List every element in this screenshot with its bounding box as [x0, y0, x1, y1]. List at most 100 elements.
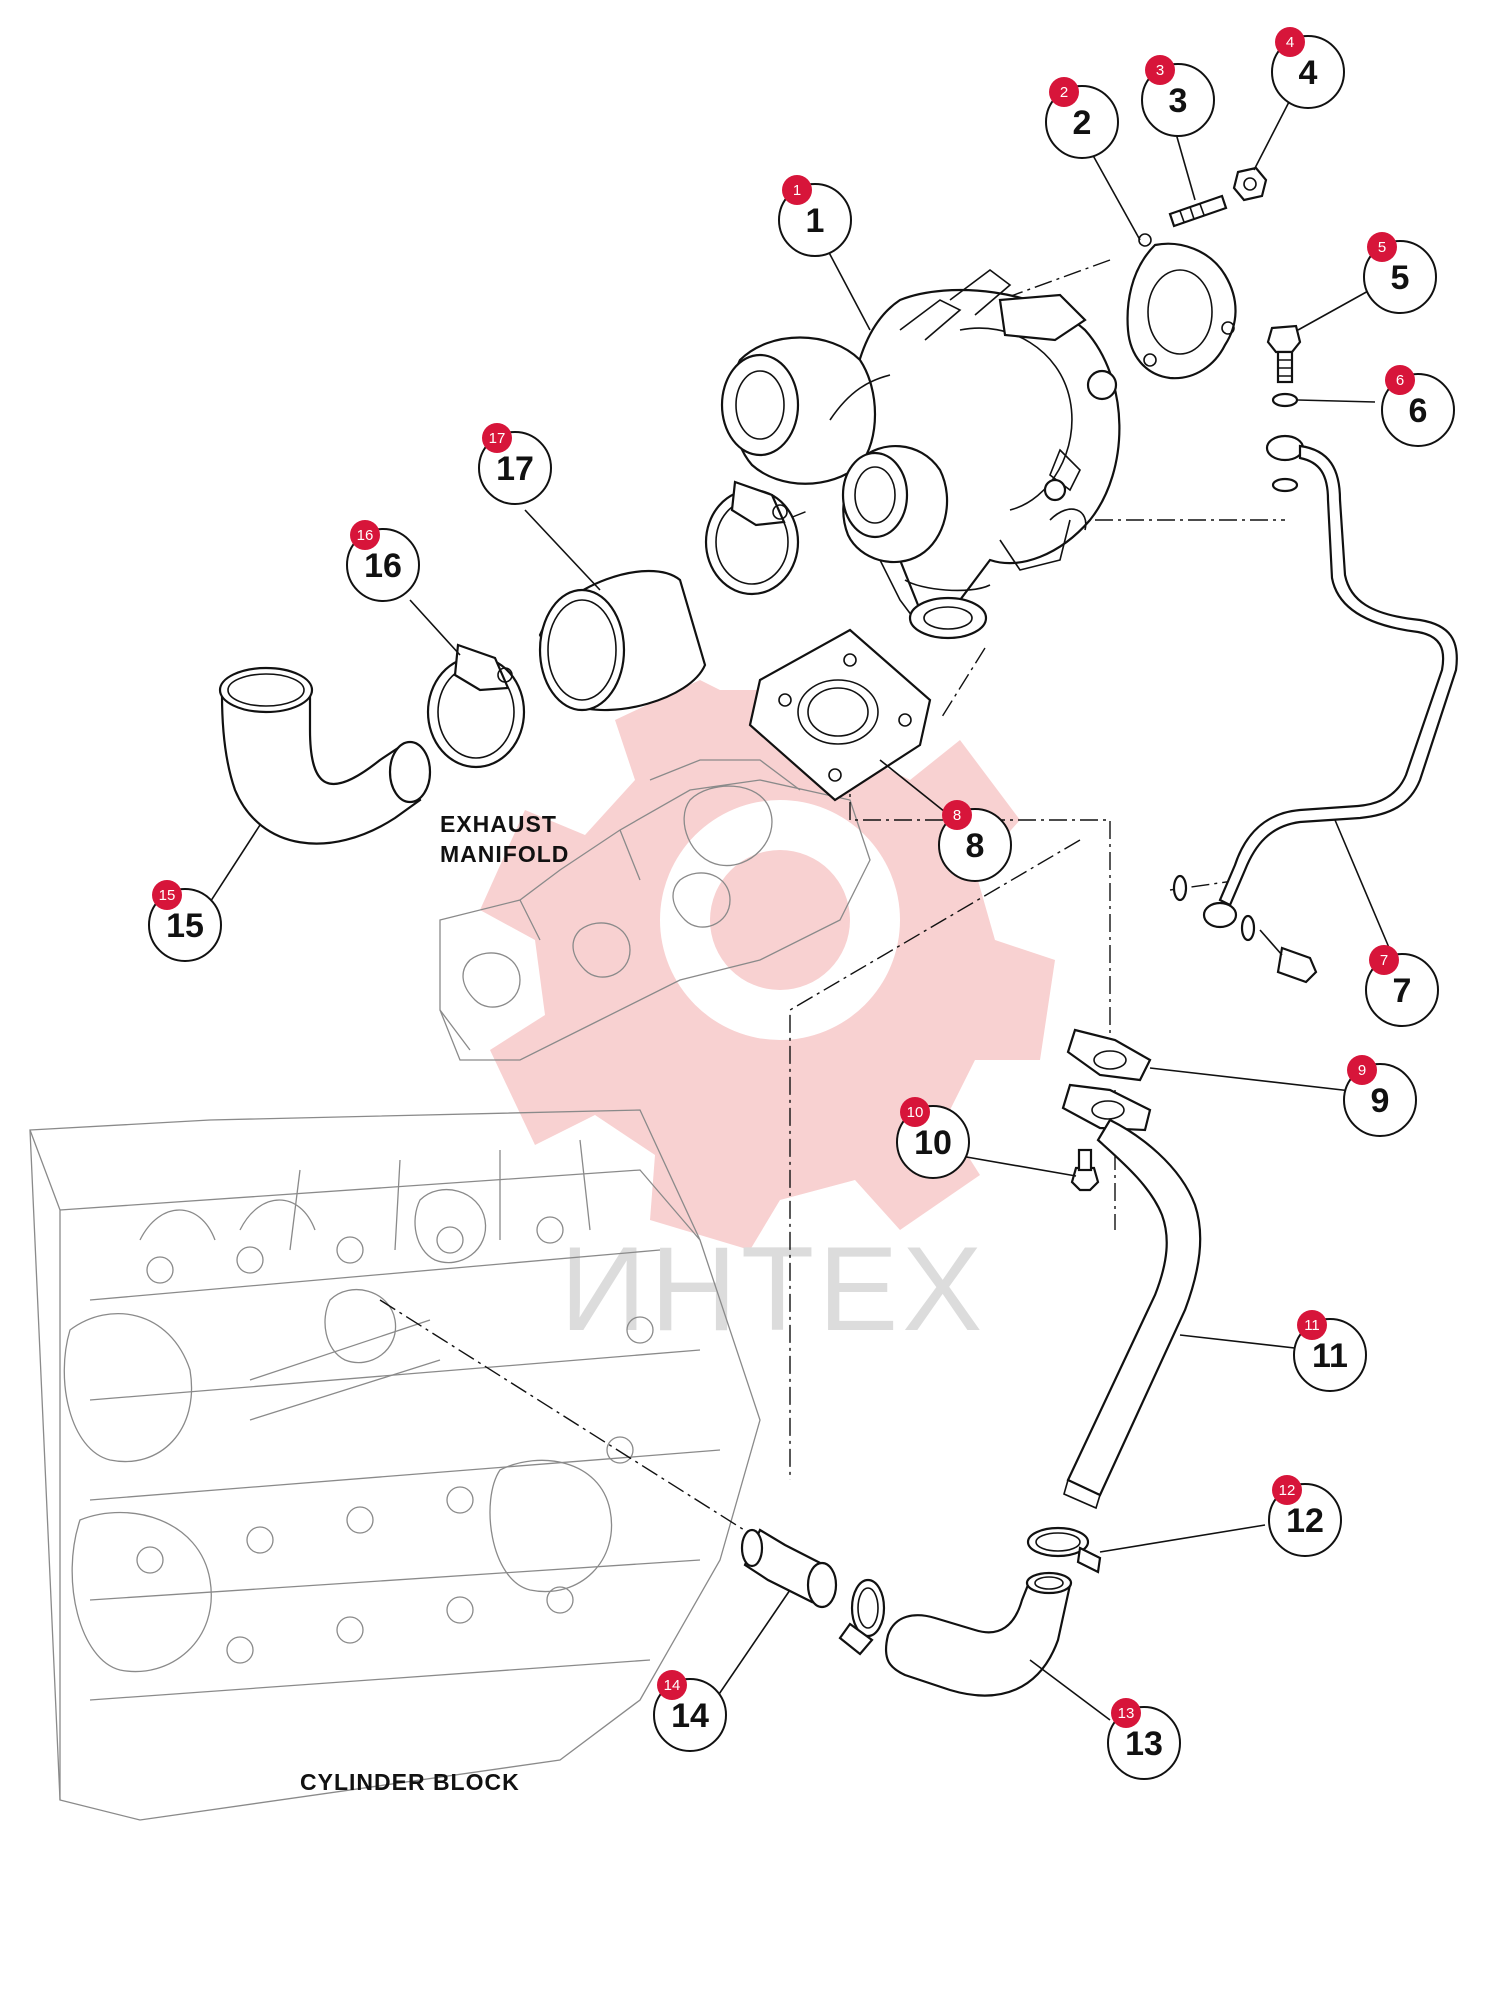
callout-badge-number: 15 — [159, 887, 176, 904]
hose-clamp-part-12 — [838, 1526, 1102, 1656]
callout-badge-number: 10 — [907, 1104, 924, 1121]
callout-badge — [152, 880, 182, 910]
callout-badge — [1369, 945, 1399, 975]
callout-number: 10 — [914, 1124, 952, 1162]
exhaust-manifold-label: EXHAUST — [440, 811, 557, 837]
exhaust-manifold-illustration — [439, 759, 871, 1061]
callout-number: 5 — [1391, 259, 1410, 297]
callout-badge — [1145, 55, 1175, 85]
flange-bolt-part-10 — [1070, 1148, 1100, 1192]
block-bolt-hole — [546, 1586, 574, 1614]
block-bolt-hole — [146, 1256, 174, 1284]
callout-badge-number: 6 — [1396, 372, 1404, 389]
callout-number: 15 — [166, 907, 204, 945]
callout-badge — [900, 1097, 930, 1127]
callout-number: 11 — [1312, 1337, 1348, 1375]
callout-badge-number: 11 — [1304, 1317, 1320, 1334]
block-bolt-hole — [446, 1486, 474, 1514]
callout-badge — [1275, 27, 1305, 57]
callout-badge-number: 12 — [1279, 1482, 1296, 1499]
callout-badge — [1367, 232, 1397, 262]
block-bolt-hole — [336, 1616, 364, 1644]
callout-number: 17 — [496, 450, 534, 488]
callout-badge — [1297, 1310, 1327, 1340]
block-bolt-hole — [236, 1246, 264, 1274]
block-bolt-hole — [626, 1316, 654, 1344]
block-bolt-hole — [536, 1216, 564, 1244]
block-bolt-hole — [346, 1506, 374, 1534]
callout-5: 55 — [1363, 232, 1437, 314]
callout-number: 14 — [671, 1697, 709, 1735]
oil-return-hose-part-13 — [884, 1571, 1073, 1697]
callout-4: 44 — [1271, 27, 1345, 109]
callout-badge-number: 14 — [664, 1677, 681, 1694]
callout-badge-number: 1 — [793, 182, 801, 199]
callout-badge-number: 5 — [1378, 239, 1386, 256]
callout-number: 7 — [1393, 972, 1412, 1010]
hose-clamp-part-16 — [426, 480, 800, 769]
callout-badge-number: 13 — [1118, 1705, 1135, 1722]
callout-2: 22 — [1045, 77, 1119, 159]
callout-number: 3 — [1169, 82, 1188, 120]
cylinder-block-label: CYLINDER BLOCK — [300, 1769, 520, 1795]
callout-number: 16 — [364, 547, 402, 585]
callout-badge — [1347, 1055, 1377, 1085]
manifold-gasket-part-8 — [748, 628, 932, 802]
callout-badge — [1049, 77, 1079, 107]
callout-badge-number: 2 — [1060, 84, 1068, 101]
callout-number: 12 — [1286, 1502, 1324, 1540]
callout-1: 11 — [778, 175, 852, 257]
callout-badge-number: 17 — [489, 430, 506, 447]
block-bolt-hole — [226, 1636, 254, 1664]
watermark-gear-logo: ИНТЕХ — [480, 680, 1055, 1356]
callout-badge-number: 4 — [1286, 34, 1294, 51]
turbocharger-part-1 — [720, 269, 1121, 640]
callout-badge — [482, 423, 512, 453]
callout-9: 99 — [1343, 1055, 1417, 1137]
turbo-outlet-gasket-part-2 — [1126, 233, 1237, 380]
oil-return-pipe-part-11 — [1063, 1118, 1202, 1510]
callout-8: 88 — [938, 800, 1012, 882]
callout-6: 66 — [1381, 365, 1455, 447]
intake-elbow-part-15 — [218, 666, 432, 845]
banjo-bolt-part-5 — [1266, 324, 1302, 384]
callout-number: 1 — [806, 202, 825, 240]
callout-number: 13 — [1125, 1725, 1163, 1763]
oil-feed-pipe-part-7 — [1202, 434, 1458, 984]
intake-sleeve-part-17 — [538, 570, 707, 712]
block-bolt-hole — [136, 1546, 164, 1574]
exhaust-manifold-label-line2: MANIFOLD — [440, 841, 569, 867]
callout-badge-number: 7 — [1380, 952, 1388, 969]
callout-badge-number: 9 — [1358, 1062, 1366, 1079]
oil-return-gaskets-part-9 — [1061, 1028, 1152, 1132]
callout-badge — [1272, 1475, 1302, 1505]
block-adapter-part-14 — [740, 1528, 838, 1609]
callout-number: 8 — [966, 827, 985, 865]
stud-part-3 — [1168, 194, 1228, 228]
callout-badge — [942, 800, 972, 830]
block-bolt-hole — [246, 1526, 274, 1554]
callout-number: 9 — [1371, 1082, 1390, 1120]
callout-number: 4 — [1299, 54, 1318, 92]
callout-badge-number: 8 — [953, 807, 961, 824]
callout-badge — [657, 1670, 687, 1700]
callout-3: 33 — [1141, 55, 1215, 137]
block-bolt-hole — [436, 1226, 464, 1254]
callout-badge — [1385, 365, 1415, 395]
watermark-text: ИНТЕХ — [560, 1222, 986, 1356]
block-bolt-hole — [446, 1596, 474, 1624]
callout-badge — [782, 175, 812, 205]
callout-badge-number: 16 — [357, 527, 374, 544]
block-bolt-hole — [336, 1236, 364, 1264]
callout-badge — [1111, 1698, 1141, 1728]
